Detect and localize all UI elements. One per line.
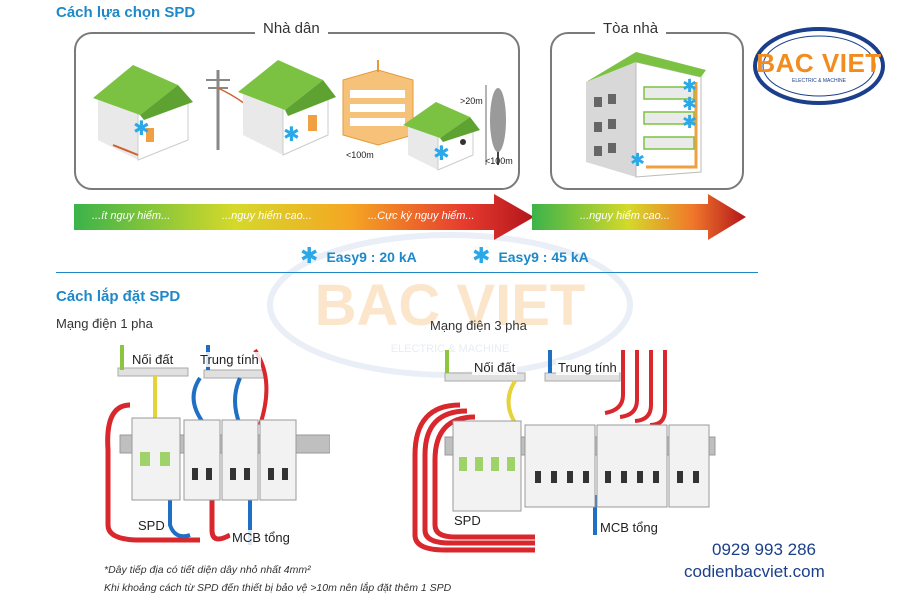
single-phase-title: Mạng điện 1 pha [56,316,153,331]
risk-arrow-residential [74,194,534,240]
star-markers: ✱ ✱ ✱ [133,116,450,165]
star-icon: ✱ [300,244,319,269]
single-phase-neutral-label: Trung tính [198,352,261,367]
svg-text:✱: ✱ [630,150,645,171]
section-selection-title: Cách lựa chọn SPD [56,4,196,21]
single-phase-earth-label: Nối đất [130,352,176,367]
residential-illustrations: ✱ ✱ ✱ [93,60,506,171]
three-phase-earth-label: Nối đất [472,360,518,375]
svg-text:✱: ✱ [682,76,697,97]
legend-20ka: ✱ Easy9 : 20 kA [300,244,417,269]
note-earth-wire: *Dây tiếp địa có tiết diện dây nhỏ nhất … [104,564,311,576]
legend-45ka: ✱ Easy9 : 45 kA [472,244,589,269]
office-building-illustration: ✱ ✱ ✱ ✱ [586,52,706,178]
website-link[interactable]: codienbacviet.com [684,562,825,581]
tree [485,85,506,165]
logo-subtext: ELECTRIC & MACHINE [792,78,846,84]
distance-100m-label-b: <100m [485,156,513,166]
brand-logo: BAC VIET ELECTRIC & MACHINE [752,26,886,106]
risk-arrow-building [532,194,746,240]
three-phase-neutral-label: Trung tính [556,360,619,375]
three-phase-spd-label: SPD [452,513,483,528]
single-phase-spd-label: SPD [136,518,167,533]
legend-20ka-label: Easy9 : 20 kA [326,248,417,265]
distance-100m-label-a: <100m [346,150,374,160]
single-phase-diagram [105,345,330,545]
svg-text:✱: ✱ [682,94,697,115]
svg-text:✱: ✱ [133,116,150,140]
three-phase-title: Mạng điện 3 pha [430,318,527,333]
star-icon: ✱ [472,244,491,269]
apartment-block [342,60,414,146]
risk-label-building-high: ...nguy hiểm cao... [580,210,670,222]
svg-text:✱: ✱ [433,141,450,165]
risk-label-high: ...nguy hiểm cao... [222,210,312,222]
note-extra-spd: Khi khoảng cách từ SPD đến thiết bị bảo … [104,582,452,594]
residential-title: Nhà dân [255,20,328,37]
risk-label-extreme: ...Cực kỳ nguy hiểm... [368,210,475,222]
section-divider [56,272,758,273]
section-installation-title: Cách lắp đặt SPD [56,288,181,305]
logo-text: BAC VIET [756,48,882,78]
building-title: Tòa nhà [595,20,667,37]
phone-number[interactable]: 0929 993 286 [712,540,816,559]
single-phase-mcb-label: MCB tổng [230,530,292,545]
house-3 [403,102,480,171]
risk-label-low: ...ít nguy hiểm... [92,210,171,222]
three-phase-diagram [412,350,716,553]
svg-text:✱: ✱ [682,112,697,133]
house-2 [238,60,336,156]
svg-text:✱: ✱ [283,122,300,146]
distance-20m-label: >20m [460,96,483,106]
house-1 [93,65,193,161]
three-phase-mcb-label: MCB tổng [598,520,660,535]
legend-45ka-label: Easy9 : 45 kA [498,248,589,265]
